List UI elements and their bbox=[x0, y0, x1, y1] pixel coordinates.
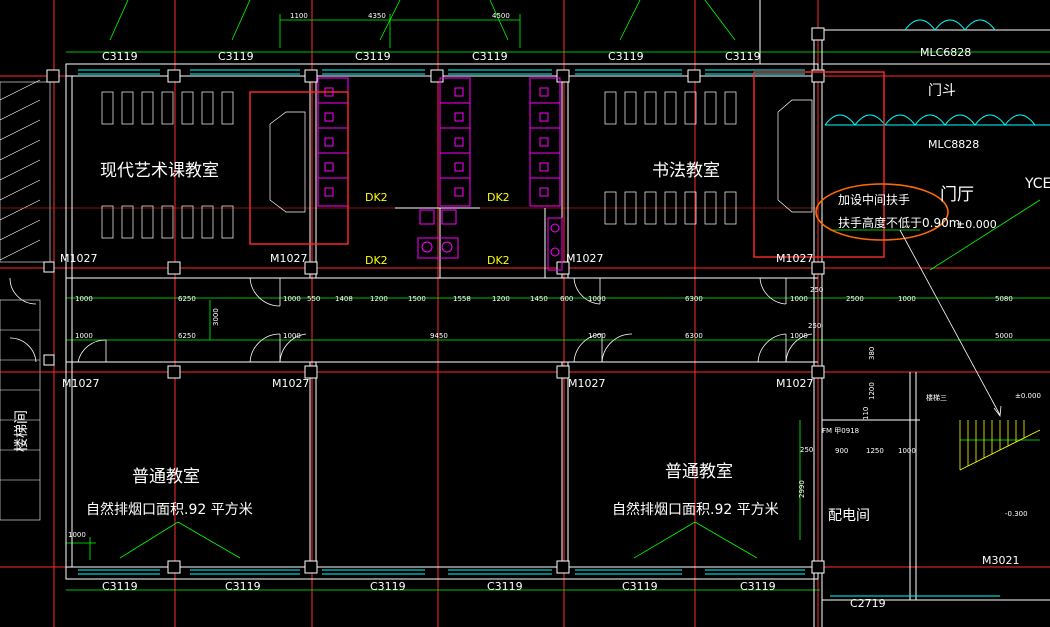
window-tag-mlc6828: MLC6828 bbox=[920, 46, 971, 59]
dim-row1-17: 5080 bbox=[995, 295, 1013, 303]
door-tag-dk2-3: DK2 bbox=[365, 254, 388, 267]
door-tag-3: M1027 bbox=[566, 252, 604, 265]
dim-top-2: 4350 bbox=[368, 12, 386, 20]
window-tag-bottom-5: C3119 bbox=[622, 580, 658, 593]
right-stair bbox=[959, 420, 1041, 471]
window-tag-bottom-4: C3119 bbox=[487, 580, 523, 593]
door-tag-8: M1027 bbox=[776, 377, 814, 390]
dim-row2-8: 250 bbox=[808, 322, 821, 330]
dim-misc-9: 110 bbox=[862, 407, 870, 420]
room-name-power: 配电间 bbox=[828, 508, 870, 524]
dim-misc-7: 2990 bbox=[798, 480, 806, 498]
dim-top-3: 4500 bbox=[492, 12, 510, 20]
window-tag-top-3: C3119 bbox=[355, 50, 391, 63]
dim-row1-8: 1558 bbox=[453, 295, 471, 303]
elevation-stair-top: ±0.000 bbox=[1015, 392, 1041, 400]
door-tag-m3021: M3021 bbox=[982, 554, 1020, 567]
dim-misc-1: 3000 bbox=[212, 308, 220, 326]
dim-row1-14: 1000 bbox=[790, 295, 808, 303]
window-tag-c2719: C2719 bbox=[850, 597, 886, 610]
dim-misc-3: 1000 bbox=[68, 531, 86, 539]
dim-row2-2: 6250 bbox=[178, 332, 196, 340]
stair-label: 楼梯三 bbox=[926, 393, 947, 402]
window-tag-top-2: C3119 bbox=[218, 50, 254, 63]
windows bbox=[78, 19, 1050, 597]
dim-row2-1: 1000 bbox=[75, 332, 93, 340]
dim-misc-11: 380 bbox=[868, 347, 876, 360]
door-mark-label: 门斗 bbox=[928, 83, 956, 99]
room-name-stair: 楼梯间 bbox=[14, 410, 30, 452]
dim-row1-9: 1200 bbox=[492, 295, 510, 303]
elevation-hall: ±0.000 bbox=[956, 218, 997, 231]
door-tag-6: M1027 bbox=[272, 377, 310, 390]
dim-row1-4: 550 bbox=[307, 295, 320, 303]
dim-row1-10: 1450 bbox=[530, 295, 548, 303]
dimension-lines bbox=[66, 0, 1050, 591]
door-swings bbox=[9, 277, 813, 363]
dim-row2-7: 1000 bbox=[790, 332, 808, 340]
dim-row1-12: 1000 bbox=[588, 295, 606, 303]
room-name-calligraphy: 书法教室 bbox=[652, 161, 720, 181]
dim-row2-6: 6300 bbox=[685, 332, 703, 340]
dim-top-1: 1100 bbox=[290, 12, 308, 20]
door-tag-2: M1027 bbox=[270, 252, 308, 265]
dim-row1-7: 1500 bbox=[408, 295, 426, 303]
window-tag-bottom-1: C3119 bbox=[102, 580, 138, 593]
door-tag-dk2-4: DK2 bbox=[487, 254, 510, 267]
dim-misc-6: 1000 bbox=[898, 447, 916, 455]
dim-misc-10: 1200 bbox=[868, 382, 876, 400]
dim-row1-16: 1000 bbox=[898, 295, 916, 303]
dim-row2-4: 9450 bbox=[430, 332, 448, 340]
room-name-classroom-left: 普通教室 bbox=[132, 467, 200, 487]
window-tag-top-1: C3119 bbox=[102, 50, 138, 63]
dim-misc-4: 900 bbox=[835, 447, 848, 455]
stair-arrow bbox=[899, 229, 1002, 418]
door-tag-dk2-2: DK2 bbox=[487, 191, 510, 204]
smoke-vent-right: 自然排烟口面积.92 平方米 bbox=[612, 501, 779, 518]
window-tag-yc: YCE bbox=[1024, 176, 1050, 192]
red-markup-boxes bbox=[249, 71, 885, 258]
markup-note-line-1: 加设中间扶手 bbox=[838, 192, 910, 207]
dim-row1-2: 6250 bbox=[178, 295, 196, 303]
window-tag-top-6: C3119 bbox=[725, 50, 761, 63]
dim-row1-1: 1000 bbox=[75, 295, 93, 303]
door-tag-dk2-1: DK2 bbox=[365, 191, 388, 204]
door-tag-4: M1027 bbox=[776, 252, 814, 265]
dim-row1-6: 1200 bbox=[370, 295, 388, 303]
left-stair-area bbox=[0, 79, 51, 521]
orange-ellipse-markup bbox=[815, 183, 949, 241]
dim-row1-15: 2500 bbox=[846, 295, 864, 303]
door-tag-fm: FM 甲0918 bbox=[822, 427, 859, 435]
room-name-hall: 门厅 bbox=[940, 185, 974, 205]
columns bbox=[43, 27, 825, 574]
dim-row2-3: 1000 bbox=[283, 332, 301, 340]
room-name-art: 现代艺术课教室 bbox=[100, 161, 219, 181]
room-name-classroom-right: 普通教室 bbox=[665, 462, 733, 482]
dim-misc-5: 1250 bbox=[866, 447, 884, 455]
smoke-vent-left: 自然排烟口面积.92 平方米 bbox=[86, 501, 253, 518]
door-tag-1: M1027 bbox=[60, 252, 98, 265]
window-tag-bottom-2: C3119 bbox=[225, 580, 261, 593]
dim-row1-5: 1408 bbox=[335, 295, 353, 303]
dim-misc-8: 250 bbox=[800, 446, 813, 454]
dim-row1-11: 600 bbox=[560, 295, 573, 303]
desk-grid bbox=[101, 91, 813, 239]
elevation-stair-bottom: -0.300 bbox=[1005, 510, 1028, 518]
window-tag-bottom-3: C3119 bbox=[370, 580, 406, 593]
markup-note-line-2: 扶手高度不低于0.90m bbox=[838, 215, 960, 230]
dim-row1-13: 6300 bbox=[685, 295, 703, 303]
window-tag-top-4: C3119 bbox=[472, 50, 508, 63]
door-tag-7: M1027 bbox=[568, 377, 606, 390]
window-tag-mlc8828: MLC8828 bbox=[928, 138, 979, 151]
dim-row1-3: 1000 bbox=[283, 295, 301, 303]
walls bbox=[65, 0, 1050, 627]
dim-row2-9: 5000 bbox=[995, 332, 1013, 340]
door-tag-5: M1027 bbox=[62, 377, 100, 390]
dim-row2-5: 1000 bbox=[588, 332, 606, 340]
window-tag-top-5: C3119 bbox=[608, 50, 644, 63]
dim-misc-2: 250 bbox=[810, 286, 823, 294]
window-tag-bottom-6: C3119 bbox=[740, 580, 776, 593]
